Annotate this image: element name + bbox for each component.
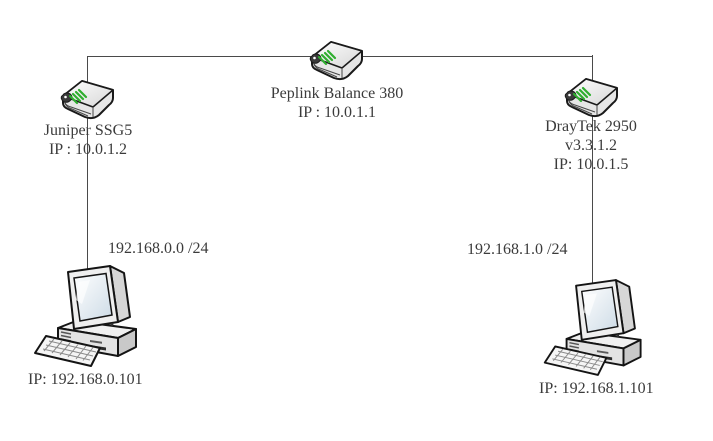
link-juniper-pc-left	[87, 56, 88, 276]
juniper-ip: IP : 10.0.1.2	[48, 141, 128, 158]
router-icon	[55, 77, 119, 127]
peplink-label-block: Peplink Balance 380 IP : 10.0.1.1	[262, 84, 412, 122]
juniper-name: Juniper SSG5	[43, 122, 133, 139]
pc-right-ip: IP: 192.168.1.101	[539, 380, 654, 397]
router-icon	[304, 38, 368, 88]
pc-left-ip: IP: 192.168.0.101	[28, 371, 143, 388]
link-draytek-pc-right	[592, 55, 593, 293]
subnet-label-left: 192.168.0.0 /24	[108, 240, 209, 257]
desktop-pc-icon	[540, 276, 652, 379]
peplink-name: Peplink Balance 380	[270, 85, 404, 102]
desktop-pc-icon	[30, 262, 148, 370]
juniper-label-block: Juniper SSG5 IP : 10.0.1.2	[13, 121, 163, 159]
subnet-label-right: 192.168.1.0 /24	[467, 241, 568, 258]
peplink-ip: IP : 10.0.1.1	[297, 104, 377, 121]
draytek-name: DrayTek 2950	[545, 118, 637, 135]
draytek-ip: IP: 10.0.1.5	[553, 156, 629, 173]
draytek-label-block: DrayTek 2950 v3.3.1.2 IP: 10.0.1.5	[516, 117, 666, 174]
draytek-version: v3.3.1.2	[565, 137, 617, 154]
